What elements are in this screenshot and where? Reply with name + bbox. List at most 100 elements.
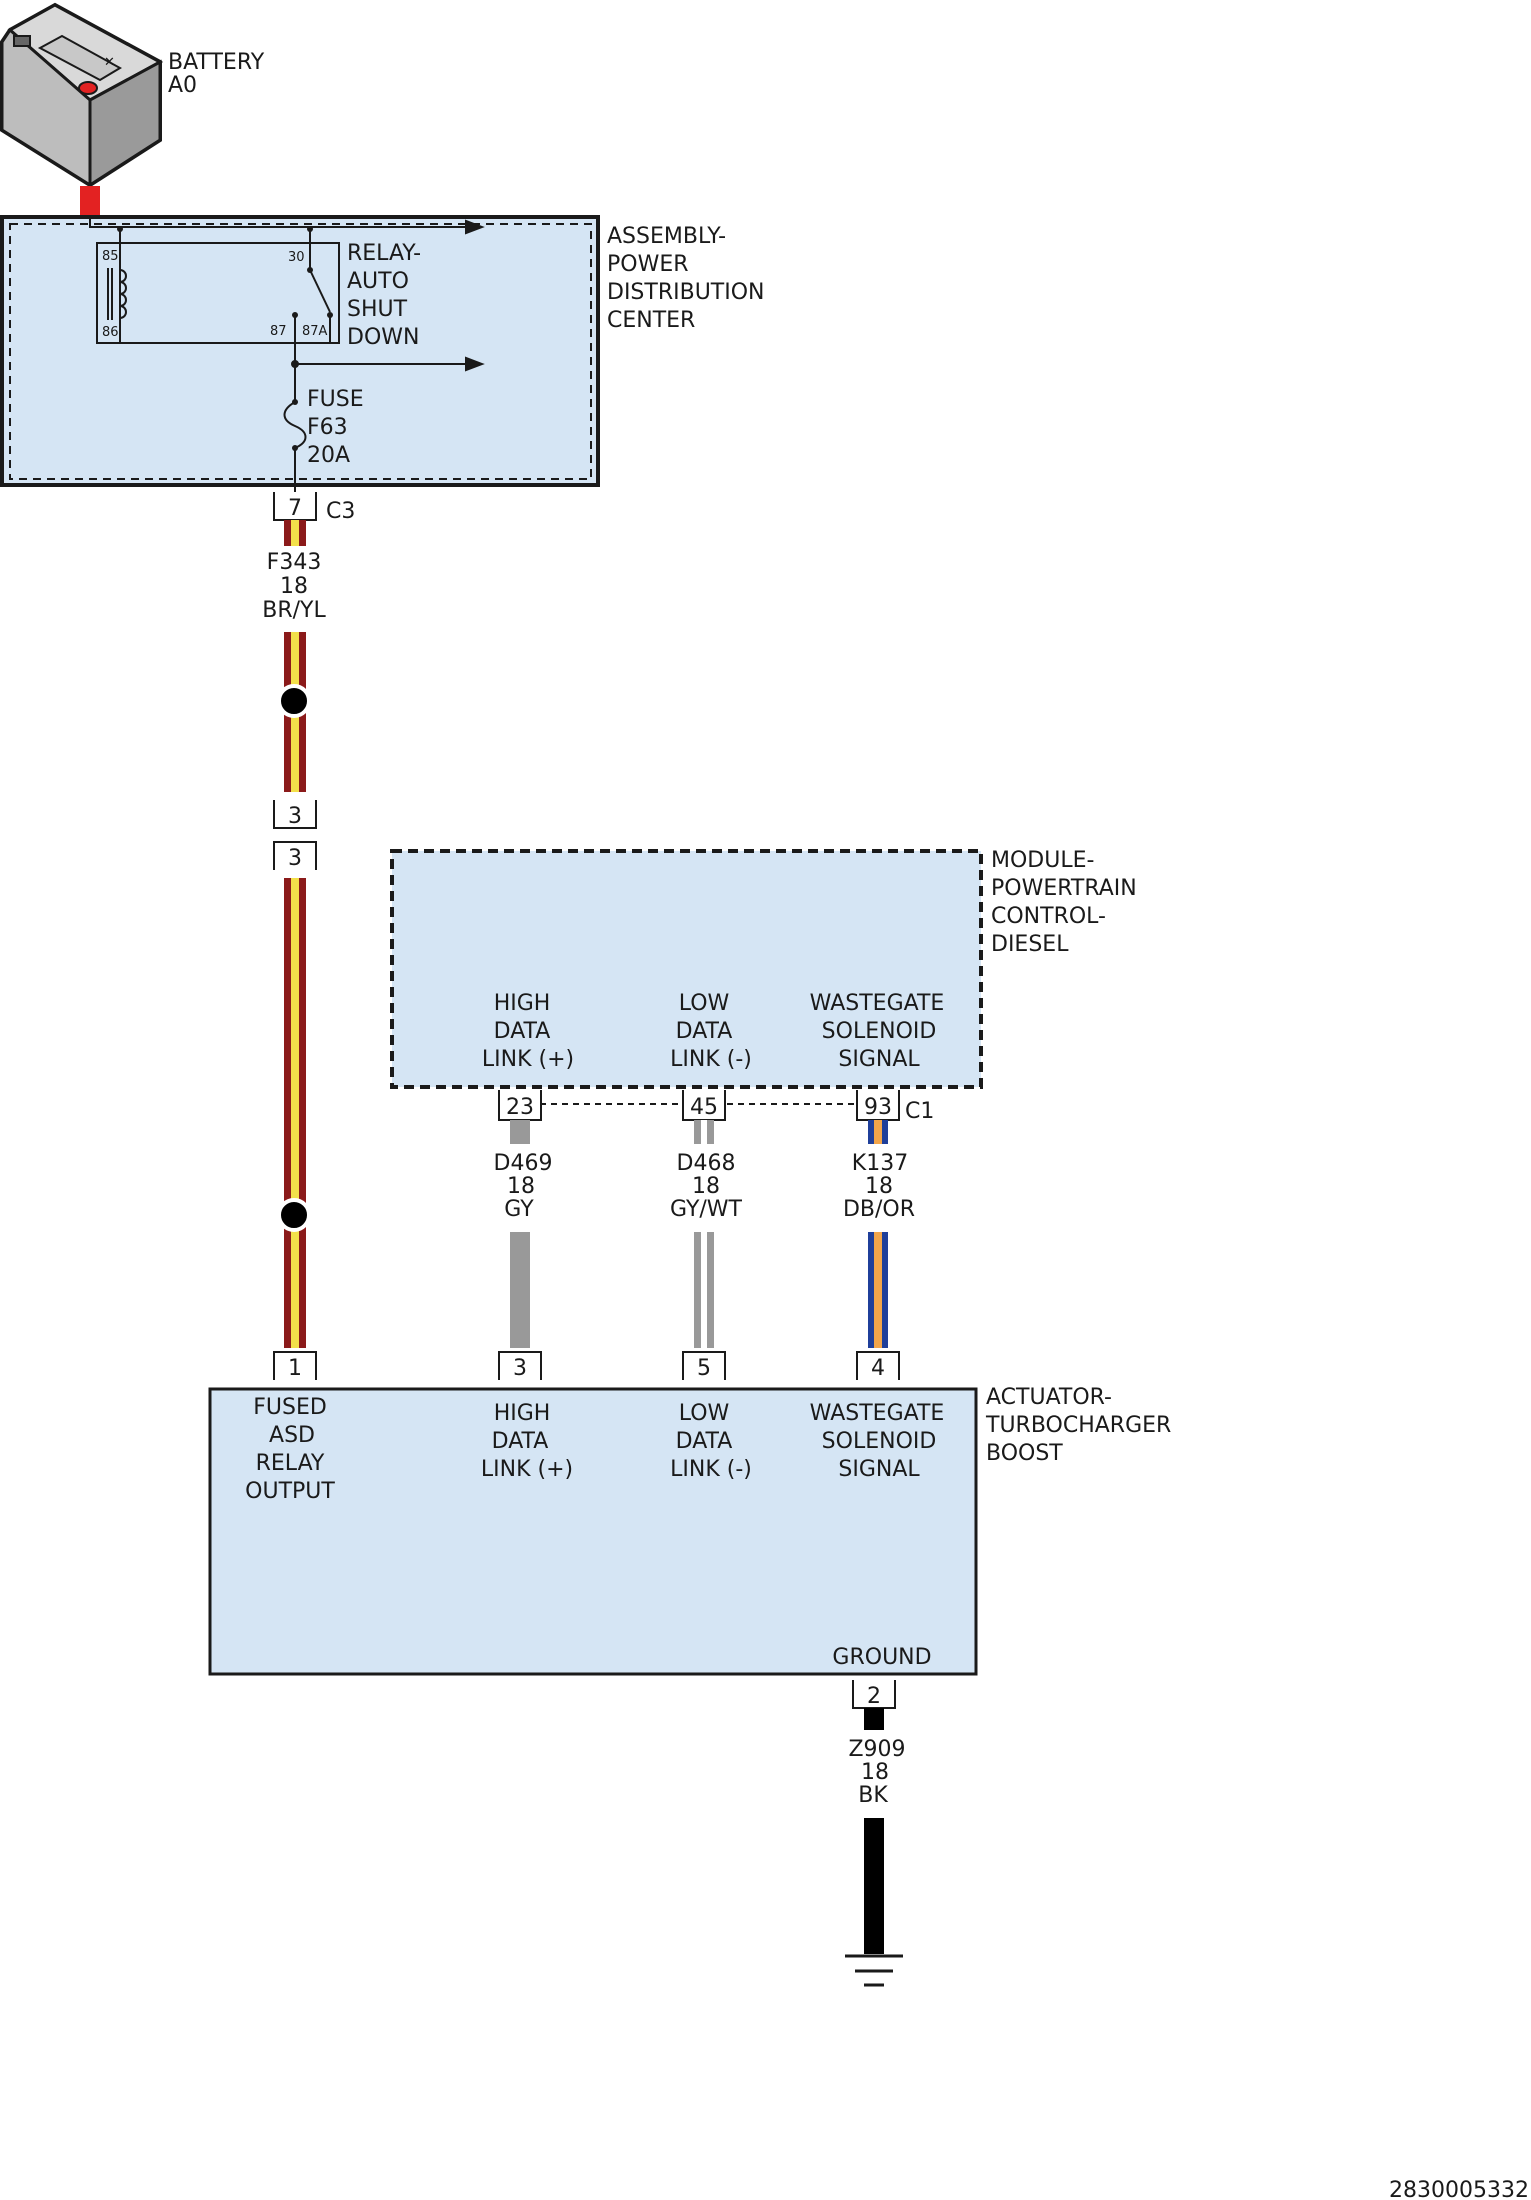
wire-d468 [694,1120,714,1348]
pdc-name-line-1: ASSEMBLY- [607,224,726,249]
actuator-pin-1: 1 [288,1356,302,1381]
wire-d469-color: GY [504,1197,534,1222]
connector-c1-pin-93: 93 [864,1095,892,1120]
pcm-label: MODULE- POWERTRAIN CONTROL- DIESEL [991,848,1137,957]
actuator-connector: 1 3 5 4 [273,1351,900,1381]
actuator-name-line-2: TURBOCHARGER [985,1413,1171,1438]
wire-z909-color: BK [858,1783,888,1808]
wire-f343-gauge: 18 [280,574,308,599]
relay-label: RELAY- AUTO SHUT DOWN [347,241,421,350]
wire-z909-circuit: Z909 [848,1737,905,1762]
pcm-box [390,849,983,1089]
pcm-pin-93-function-1: WASTEGATE [810,991,945,1016]
connector-c1: 23 45 93 C1 [498,1090,934,1124]
pdc-name-line-3: DISTRIBUTION [607,280,765,305]
actuator-pin-5-function-2: DATA [676,1429,733,1454]
pcm-pin-45-function-2: DATA [676,1019,733,1044]
wire-f343-color: BR/YL [262,598,326,623]
actuator-ground-label: GROUND [832,1645,931,1670]
actuator-pin-functions: FUSED ASD RELAY OUTPUT HIGH DATA LINK (+… [245,1395,944,1670]
asd-output-bus [291,343,485,402]
ground-icon [845,1954,903,1987]
pcm-pin-93-function-3: SIGNAL [838,1047,920,1072]
relay-name-line-4: DOWN [347,325,419,350]
pcm-name-line-1: MODULE- [991,848,1094,873]
wire-z909 [864,1708,884,1954]
battery-icon: ✕ [0,2,164,188]
actuator-label: ACTUATOR- TURBOCHARGER BOOST [985,1385,1171,1466]
actuator-pin-1-function-4: OUTPUT [245,1479,335,1504]
wire-labels: D469 18 GY D468 18 GY/WT K137 18 DB/OR [494,1151,916,1222]
relay-name-line-2: AUTO [347,269,409,294]
actuator-pin-3: 3 [513,1356,527,1381]
connector-c1-pin-45: 45 [690,1095,718,1120]
wire-k137 [868,1120,888,1348]
pcm-pin-23-function-1: HIGH [494,991,551,1016]
wire-f343-label: F343 18 BR/YL [262,550,326,623]
wire-f343-circuit: F343 [267,550,322,575]
fuse-id: F63 [307,415,348,440]
actuator-pin-1-function-3: RELAY [256,1451,325,1476]
relay-asd: 85 86 30 87 87A [96,226,340,344]
pdc-label: ASSEMBLY- POWER DISTRIBUTION CENTER [607,224,765,333]
actuator-pin-5: 5 [697,1356,711,1381]
pdc-name-line-2: POWER [607,252,689,277]
actuator-pin-3-function-2: DATA [492,1429,549,1454]
pcm-pin-45-function-1: LOW [679,991,730,1016]
wire-k137-gauge: 18 [865,1174,893,1199]
splice-bottom [277,1198,311,1232]
pdc-inner-dashed [9,223,592,480]
connector-c3-name: C3 [326,499,355,524]
pcm-name-line-3: CONTROL- [991,904,1106,929]
pcm-pin-93-function-2: SOLENOID [822,1019,937,1044]
wire-d468-circuit: D468 [677,1151,736,1176]
pcm-pin-functions: HIGH DATA LINK (+) LOW DATA LINK (-) WAS… [482,991,944,1072]
fuse-rating: 20A [307,443,350,468]
actuator-pin-3-function-1: HIGH [494,1401,551,1426]
actuator-pin-1-function-1: FUSED [253,1395,327,1420]
wire-d469 [510,1120,530,1348]
pcm-name-line-2: POWERTRAIN [991,876,1137,901]
actuator-pin-1-function-2: ASD [269,1423,315,1448]
actuator-name-line-3: BOOST [986,1441,1063,1466]
pcm-pin-45-function-3: LINK (-) [670,1047,752,1072]
battery-id: A0 [168,73,197,98]
fuse-name: FUSE [307,387,364,412]
pcm-pin-23-function-3: LINK (+) [482,1047,574,1072]
actuator-pin-5-function-3: LINK (-) [670,1457,752,1482]
actuator-box [208,1387,978,1676]
actuator-pin-3-function-3: LINK (+) [481,1457,573,1482]
relay-terminal-30: 30 [288,250,305,265]
actuator-pin-5-function-1: LOW [679,1401,730,1426]
connector-c1-pin-23: 23 [506,1095,534,1120]
fuse-label: FUSE F63 20A [307,387,364,468]
svg-text:✕: ✕ [104,55,115,70]
relay-terminal-86: 86 [102,325,119,340]
wire-z909-gauge: 18 [861,1760,889,1785]
battery-feed-wire [80,186,100,216]
battery-name: BATTERY [168,50,265,75]
wire-z909-label: Z909 18 BK [848,1737,905,1808]
wire-d468-gauge: 18 [692,1174,720,1199]
relay-terminal-85: 85 [102,249,119,264]
actuator-pin-4-function-2: SOLENOID [822,1429,937,1454]
connector-c3: 7 C3 [273,492,355,524]
wire-d469-gauge: 18 [507,1174,535,1199]
wire-d469-circuit: D469 [494,1151,553,1176]
pdc-box [0,215,600,487]
relay-name-line-3: SHUT [347,297,408,322]
wire-k137-color: DB/OR [843,1197,915,1222]
actuator-name-line-1: ACTUATOR- [986,1385,1112,1410]
wire-f343 [277,520,311,1348]
relay-name-line-1: RELAY- [347,241,421,266]
wire-d468-color: GY/WT [670,1197,743,1222]
ground-connector: 2 [852,1680,896,1709]
inline-connector-pin-bottom: 3 [288,846,302,871]
ground-connector-pin: 2 [867,1684,881,1709]
pcm-pin-23-function-2: DATA [494,1019,551,1044]
relay-terminal-87: 87 [270,324,287,339]
splice-top [277,684,311,718]
relay-coil-icon [119,269,127,319]
inline-connector: 3 3 [273,800,317,871]
